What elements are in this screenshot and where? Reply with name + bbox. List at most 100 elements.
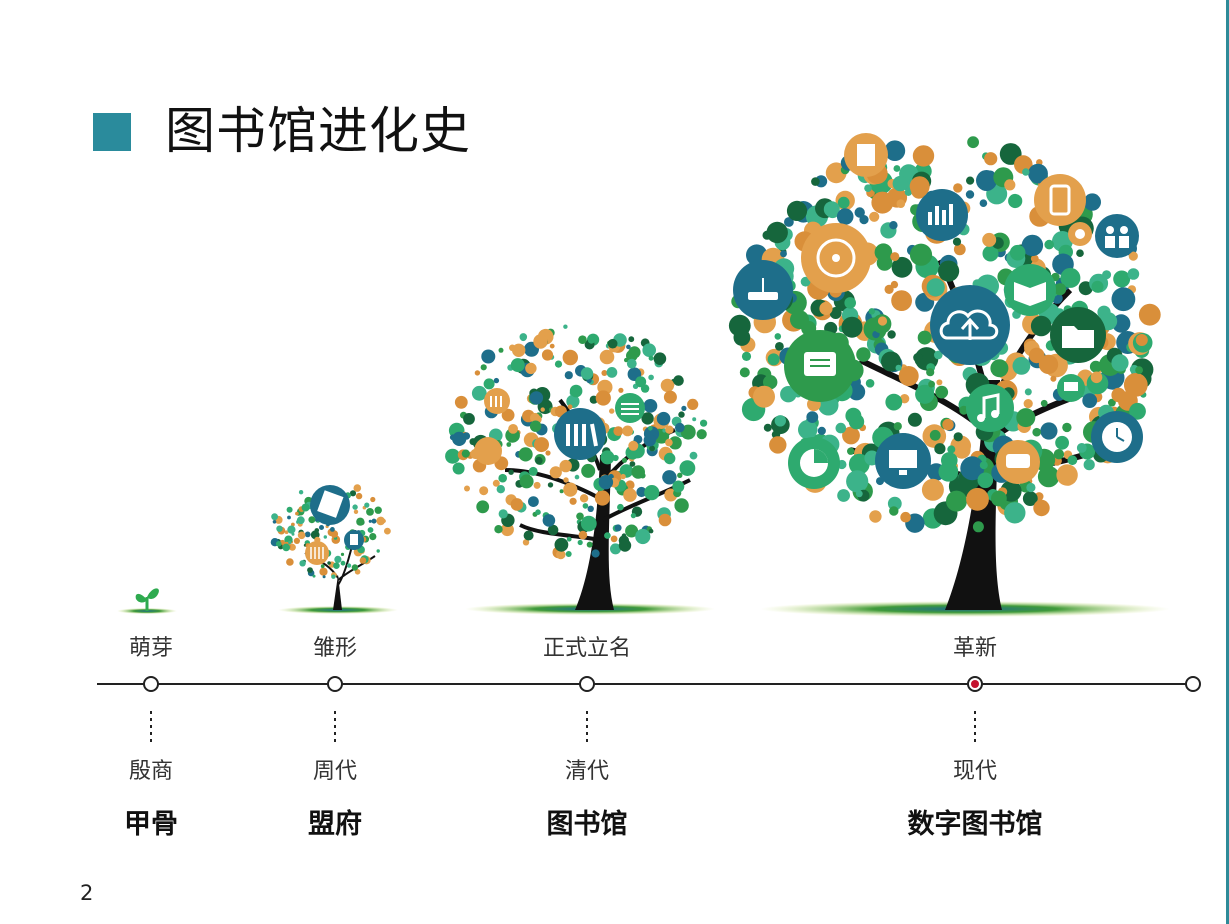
- canopy-dot: [512, 343, 526, 357]
- canopy-dot: [1050, 375, 1057, 382]
- canopy-dot: [660, 378, 675, 393]
- canopy-dot: [891, 290, 912, 311]
- canopy-dot: [1023, 399, 1033, 409]
- canopy-dot: [648, 426, 653, 431]
- canopy-dot: [549, 343, 555, 349]
- canopy-dot: [898, 366, 919, 386]
- canopy-dot: [461, 449, 470, 458]
- canopy-dot: [1060, 267, 1081, 288]
- canopy-dot: [287, 525, 296, 534]
- cloud-upload-icon: [930, 285, 1010, 365]
- music-note-icon: [966, 384, 1014, 432]
- canopy-dot: [307, 567, 313, 573]
- canopy-dot: [587, 505, 594, 512]
- canopy-dot: [950, 435, 971, 457]
- canopy-dot: [921, 478, 944, 501]
- canopy-dot: [877, 316, 888, 326]
- canopy-dot: [635, 528, 651, 545]
- canopy-dot: [904, 188, 913, 196]
- canopy-dot: [887, 330, 896, 339]
- tablet-icon: [1034, 174, 1086, 226]
- canopy-dot: [967, 136, 979, 149]
- canopy-dot: [926, 278, 945, 297]
- canopy-dot: [864, 184, 872, 192]
- canopy-dot: [1127, 268, 1140, 280]
- canopy-dot: [1053, 449, 1065, 460]
- canopy-dot: [580, 367, 594, 380]
- canopy-dot: [656, 411, 671, 426]
- canopy-dot: [469, 438, 477, 446]
- canopy-dot: [449, 434, 456, 441]
- canopy-dot: [1056, 464, 1078, 486]
- canopy-dot: [1028, 163, 1048, 184]
- canopy-dot: [610, 535, 618, 543]
- canopy-dot: [559, 489, 564, 494]
- canopy-dot: [889, 221, 898, 230]
- canopy-dot: [601, 370, 608, 376]
- canopy-dot: [885, 393, 903, 411]
- canopy-dot: [1111, 287, 1136, 312]
- canopy-dot: [800, 276, 811, 287]
- page-title: 图书馆进化史: [165, 102, 471, 160]
- canopy-dot: [644, 485, 660, 501]
- canopy-dot: [662, 470, 677, 485]
- canopy-dot: [865, 379, 875, 388]
- canopy-dot: [623, 488, 637, 502]
- canopy-dot: [960, 456, 985, 481]
- canopy-dot: [780, 250, 787, 258]
- canopy-dot: [696, 429, 707, 440]
- canopy-dot: [534, 437, 549, 453]
- canopy-dot: [454, 395, 468, 409]
- canopy-dot: [687, 398, 699, 410]
- canopy-dot: [618, 387, 624, 393]
- canopy-dot: [492, 479, 500, 487]
- canopy-dot: [641, 412, 654, 425]
- bar-chart-icon: [916, 189, 968, 241]
- canopy-dot: [599, 349, 615, 365]
- canopy-dot: [604, 532, 611, 539]
- stage-label-1: 萌芽: [128, 636, 173, 661]
- canopy-dot: [1026, 482, 1036, 493]
- canopy-dot: [672, 480, 685, 493]
- canopy-dot: [474, 370, 481, 376]
- canopy-dot: [767, 353, 780, 366]
- canopy-dot: [847, 447, 855, 455]
- canopy-dot: [907, 412, 922, 427]
- canopy-dot: [848, 383, 866, 401]
- canopy-dot: [913, 352, 923, 363]
- canopy-dot: [926, 368, 935, 377]
- canopy-dot: [308, 516, 316, 524]
- canopy-dot: [621, 457, 628, 463]
- era-label-2: 周代: [312, 759, 357, 784]
- canopy-dot: [286, 506, 293, 513]
- canopy-dot: [463, 413, 475, 425]
- canopy-dot: [334, 555, 342, 564]
- canopy-dot: [563, 324, 568, 329]
- canopy-dot: [909, 243, 933, 266]
- canopy-dot: [331, 574, 336, 579]
- canopy-dot: [522, 539, 530, 546]
- canopy-dot: [296, 516, 305, 525]
- canopy-dot: [352, 504, 358, 510]
- canopy-dot: [1082, 393, 1098, 408]
- canopy-dot: [817, 426, 826, 435]
- canopy-dot: [965, 190, 975, 199]
- canopy-dot: [286, 558, 294, 566]
- canopy-dot: [371, 518, 377, 524]
- canopy-dot: [610, 543, 621, 555]
- canopy-dot: [523, 530, 534, 541]
- canopy-dot: [275, 541, 282, 547]
- canopy-dot: [547, 524, 559, 536]
- canopy-dot: [966, 487, 989, 511]
- pie-chart-icon: [788, 437, 840, 489]
- item-label-3: 图书馆: [546, 809, 628, 840]
- canopy-dot: [689, 451, 698, 460]
- canopy-dot: [625, 524, 639, 538]
- canopy-dot: [364, 502, 370, 508]
- canopy-dot: [979, 199, 988, 207]
- canopy-dot: [889, 506, 899, 516]
- handshake-icon: [474, 437, 502, 465]
- canopy-dot: [947, 445, 956, 454]
- canopy-dot: [635, 376, 647, 388]
- canopy-dot: [763, 375, 778, 390]
